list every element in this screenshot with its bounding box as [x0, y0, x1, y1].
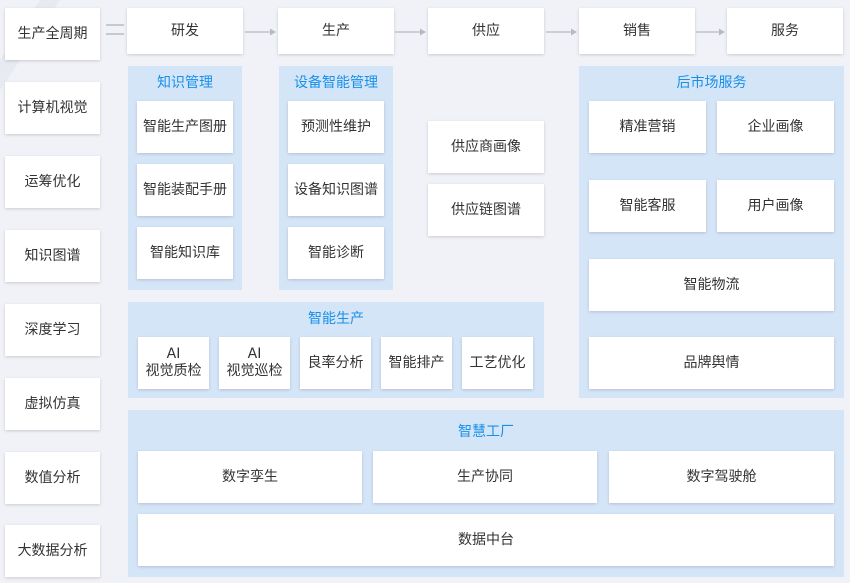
- card-digital-cockpit: 数字驾驶舱: [609, 451, 834, 503]
- card-smart-assembly-manual: 智能装配手册: [137, 164, 233, 216]
- stage-service: 服务: [727, 8, 843, 54]
- card-production-collaboration: 生产协同: [373, 451, 597, 503]
- card-line: 视觉巡检: [226, 363, 283, 379]
- panel-title: 智慧工厂: [458, 424, 514, 440]
- card-ai-visual-patrol-inspection: AI 视觉巡检: [219, 337, 290, 389]
- card-line: AI: [166, 346, 181, 362]
- panel-after-sales-service: 后市场服务 精准营销 企业画像 智能客服 用户画像 智能物流 品牌舆情: [579, 66, 844, 398]
- arrow-icon: [245, 28, 276, 36]
- left-item-virtual-simulation: 虚拟仿真: [5, 378, 100, 430]
- card-process-optimization: 工艺优化: [462, 337, 533, 389]
- card-enterprise-profile: 企业画像: [717, 101, 834, 153]
- card-user-profile: 用户画像: [717, 180, 834, 232]
- panel-knowledge-management: 知识管理 智能生产图册 智能装配手册 智能知识库: [128, 66, 242, 290]
- card-precision-marketing: 精准营销: [589, 101, 706, 153]
- left-item-numerical-analysis: 数值分析: [5, 452, 100, 504]
- card-digital-twin: 数字孪生: [138, 451, 362, 503]
- card-brand-sentiment: 品牌舆情: [589, 337, 834, 389]
- arrow-icon: [546, 28, 577, 36]
- card-line: AI: [247, 346, 262, 362]
- card-smart-knowledge-base: 智能知识库: [137, 227, 233, 279]
- arrow-icon: [696, 28, 725, 36]
- panel-title: 后市场服务: [676, 75, 747, 91]
- left-item-knowledge-graph: 知识图谱: [5, 230, 100, 282]
- stage-supply: 供应: [428, 8, 544, 54]
- stage-sales: 销售: [579, 8, 695, 54]
- stage-production: 生产: [278, 8, 394, 54]
- panel-smart-production: 智能生产 AI 视觉质检 AI 视觉巡检 良率分析 智能排产 工艺优化: [128, 302, 544, 398]
- left-item-operations-optimization: 运筹优化: [5, 156, 100, 208]
- card-smart-logistics: 智能物流: [589, 259, 834, 311]
- panel-equipment-management: 设备智能管理 预测性维护 设备知识图谱 智能诊断: [279, 66, 393, 290]
- card-supply-chain-graph: 供应链图谱: [428, 184, 544, 236]
- left-item-lifecycle: 生产全周期: [5, 8, 100, 60]
- stage-rnd: 研发: [127, 8, 243, 54]
- panel-title: 知识管理: [157, 75, 213, 91]
- card-yield-analysis: 良率分析: [300, 337, 371, 389]
- card-data-middle-platform: 数据中台: [138, 514, 834, 566]
- left-item-big-data-analysis: 大数据分析: [5, 525, 100, 577]
- card-smart-customer-service: 智能客服: [589, 180, 706, 232]
- card-supplier-profile: 供应商画像: [428, 121, 544, 173]
- connector-dashes: [106, 24, 124, 35]
- card-equipment-knowledge-graph: 设备知识图谱: [288, 164, 384, 216]
- card-ai-visual-quality-inspection: AI 视觉质检: [138, 337, 209, 389]
- left-item-computer-vision: 计算机视觉: [5, 82, 100, 134]
- card-predictive-maintenance: 预测性维护: [288, 101, 384, 153]
- panel-title: 智能生产: [308, 311, 364, 327]
- card-line: 视觉质检: [145, 363, 202, 379]
- panel-smart-factory: 智慧工厂 数字孪生 生产协同 数字驾驶舱 数据中台: [128, 410, 844, 577]
- card-smart-production-atlas: 智能生产图册: [137, 101, 233, 153]
- card-smart-scheduling: 智能排产: [381, 337, 452, 389]
- panel-title: 设备智能管理: [294, 75, 378, 91]
- arrow-icon: [395, 28, 426, 36]
- card-smart-diagnosis: 智能诊断: [288, 227, 384, 279]
- left-item-deep-learning: 深度学习: [5, 304, 100, 356]
